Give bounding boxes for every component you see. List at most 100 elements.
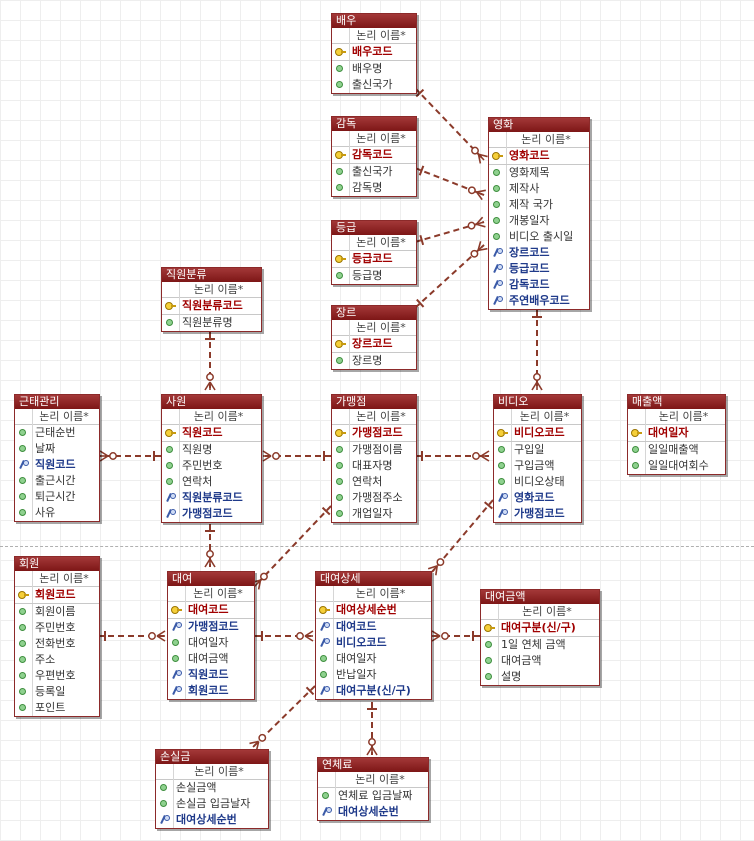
primary-key-attribute[interactable]: 가맹점코드 [332, 425, 416, 442]
attribute[interactable]: 등록일 [15, 684, 99, 700]
primary-key-attribute[interactable]: 대여코드 [168, 602, 254, 619]
attribute[interactable]: 배우명 [332, 61, 416, 77]
primary-key-attribute[interactable]: 회원코드 [15, 587, 99, 604]
attribute[interactable]: 비디오상태 [494, 474, 581, 490]
foreign-key-attribute[interactable]: 대여코드 [316, 619, 431, 635]
foreign-key-attribute[interactable]: 직원코드 [15, 457, 99, 473]
foreign-key-attribute[interactable]: 등급코드 [489, 261, 589, 277]
attribute-label: 직원분류코드 [182, 491, 243, 504]
attribute[interactable]: 사유 [15, 505, 99, 521]
attribute[interactable]: 제작사 [489, 181, 589, 197]
attribute[interactable]: 대여금액 [481, 653, 599, 669]
attribute[interactable]: 감독명 [332, 180, 416, 196]
attribute[interactable]: 가맹점이름 [332, 442, 416, 458]
attribute[interactable]: 주소 [15, 652, 99, 668]
attribute[interactable]: 영화제목 [489, 165, 589, 181]
foreign-key-attribute[interactable]: 가맹점코드 [494, 506, 581, 522]
foreign-key-attribute[interactable]: 영화코드 [494, 490, 581, 506]
foreign-key-attribute[interactable]: 주연배우코드 [489, 293, 589, 309]
primary-key-attribute[interactable]: 직원코드 [162, 425, 261, 442]
foreign-key-attribute[interactable]: 회원코드 [168, 683, 254, 699]
attribute[interactable]: 구입일 [494, 442, 581, 458]
foreign-key-attribute[interactable]: 직원분류코드 [162, 490, 261, 506]
foreign-key-attribute[interactable]: 대여상세순번 [318, 804, 428, 820]
attribute[interactable]: 주민번호 [15, 620, 99, 636]
attribute[interactable]: 비디오 출시일 [489, 229, 589, 245]
attribute[interactable]: 출근시간 [15, 473, 99, 489]
optional-circle-mark [467, 221, 476, 230]
primary-key-attribute[interactable]: 대여상세순번 [316, 602, 431, 619]
primary-key-attribute[interactable]: 대여일자 [628, 425, 725, 442]
foreign-key-attribute[interactable]: 대여상세순번 [156, 812, 268, 828]
attribute-label: 장르명 [352, 354, 383, 367]
attribute[interactable]: 회원이름 [15, 604, 99, 620]
attribute[interactable]: 출신국가 [332, 164, 416, 180]
primary-key-attribute[interactable]: 직원분류코드 [162, 298, 261, 315]
attribute[interactable]: 가맹점주소 [332, 490, 416, 506]
foreign-key-attribute[interactable]: 직원코드 [168, 667, 254, 683]
attribute[interactable]: 연락처 [162, 474, 261, 490]
attribute[interactable]: 퇴근시간 [15, 489, 99, 505]
attribute[interactable]: 일일매출액 [628, 442, 725, 458]
primary-key-attribute[interactable]: 영화코드 [489, 148, 589, 165]
attribute[interactable]: 날짜 [15, 441, 99, 457]
attribute[interactable]: 장르명 [332, 353, 416, 369]
foreign-key-attribute[interactable]: 가맹점코드 [162, 506, 261, 522]
foreign-key-attribute[interactable]: 가맹점코드 [168, 619, 254, 635]
attribute[interactable]: 직원명 [162, 442, 261, 458]
attribute[interactable]: 주민번호 [162, 458, 261, 474]
attribute[interactable]: 포인트 [15, 700, 99, 716]
foreign-key-attribute[interactable]: 감독코드 [489, 277, 589, 293]
attribute[interactable]: 대표자명 [332, 458, 416, 474]
attribute[interactable]: 개업일자 [332, 506, 416, 522]
foreign-key-attribute[interactable]: 비디오코드 [316, 635, 431, 651]
attribute[interactable]: 제작 국가 [489, 197, 589, 213]
attribute[interactable]: 개봉일자 [489, 213, 589, 229]
attribute[interactable]: 설명 [481, 669, 599, 685]
attribute[interactable]: 직원분류명 [162, 315, 261, 331]
primary-key-attribute[interactable]: 대여구분(신/구) [481, 620, 599, 637]
attribute[interactable]: 일일대여회수 [628, 458, 725, 474]
attribute[interactable]: 전화번호 [15, 636, 99, 652]
attribute[interactable]: 구입금액 [494, 458, 581, 474]
attribute[interactable]: 대여금액 [168, 651, 254, 667]
attribute[interactable]: 우편번호 [15, 668, 99, 684]
attribute[interactable]: 대여일자 [168, 635, 254, 651]
foreign-key-attribute[interactable]: 장르코드 [489, 245, 589, 261]
attribute[interactable]: 등급명 [332, 268, 416, 284]
attribute-label: 대여일자 [648, 426, 689, 439]
attribute[interactable]: 연락처 [332, 474, 416, 490]
attribute[interactable]: 근태순번 [15, 425, 99, 441]
primary-key-attribute[interactable]: 감독코드 [332, 147, 416, 164]
primary-key-attribute[interactable]: 등급코드 [332, 251, 416, 268]
attribute[interactable]: 1일 연체 금액 [481, 637, 599, 653]
primary-key-attribute[interactable]: 장르코드 [332, 336, 416, 353]
attribute[interactable]: 손실금 입금날자 [156, 796, 268, 812]
primary-key-attribute[interactable]: 배우코드 [332, 44, 416, 61]
attribute[interactable]: 손실금액 [156, 780, 268, 796]
attribute[interactable]: 반납일자 [316, 667, 431, 683]
primary-key-attribute[interactable]: 비디오코드 [494, 425, 581, 442]
foreign-key-attribute[interactable]: 대여구분(신/구) [316, 683, 431, 699]
attribute[interactable]: 대여일자 [316, 651, 431, 667]
attribute[interactable]: 연체료 입금날짜 [318, 788, 428, 804]
attribute[interactable]: 출신국가 [332, 77, 416, 93]
